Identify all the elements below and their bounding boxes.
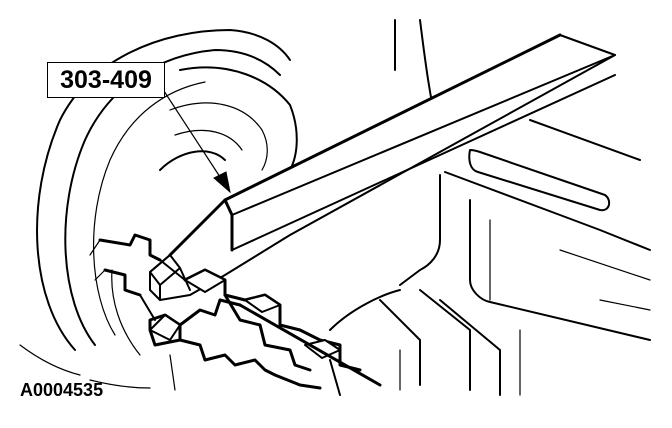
transmission-case bbox=[329, 19, 651, 396]
tool-callout-label: 303-409 bbox=[47, 62, 165, 98]
figure-id: A0004535 bbox=[20, 380, 104, 400]
splined-shaft bbox=[89, 233, 382, 396]
tool-303-409 bbox=[149, 33, 616, 301]
callout-leader bbox=[161, 87, 231, 194]
tool-number-text: 303-409 bbox=[60, 65, 152, 94]
